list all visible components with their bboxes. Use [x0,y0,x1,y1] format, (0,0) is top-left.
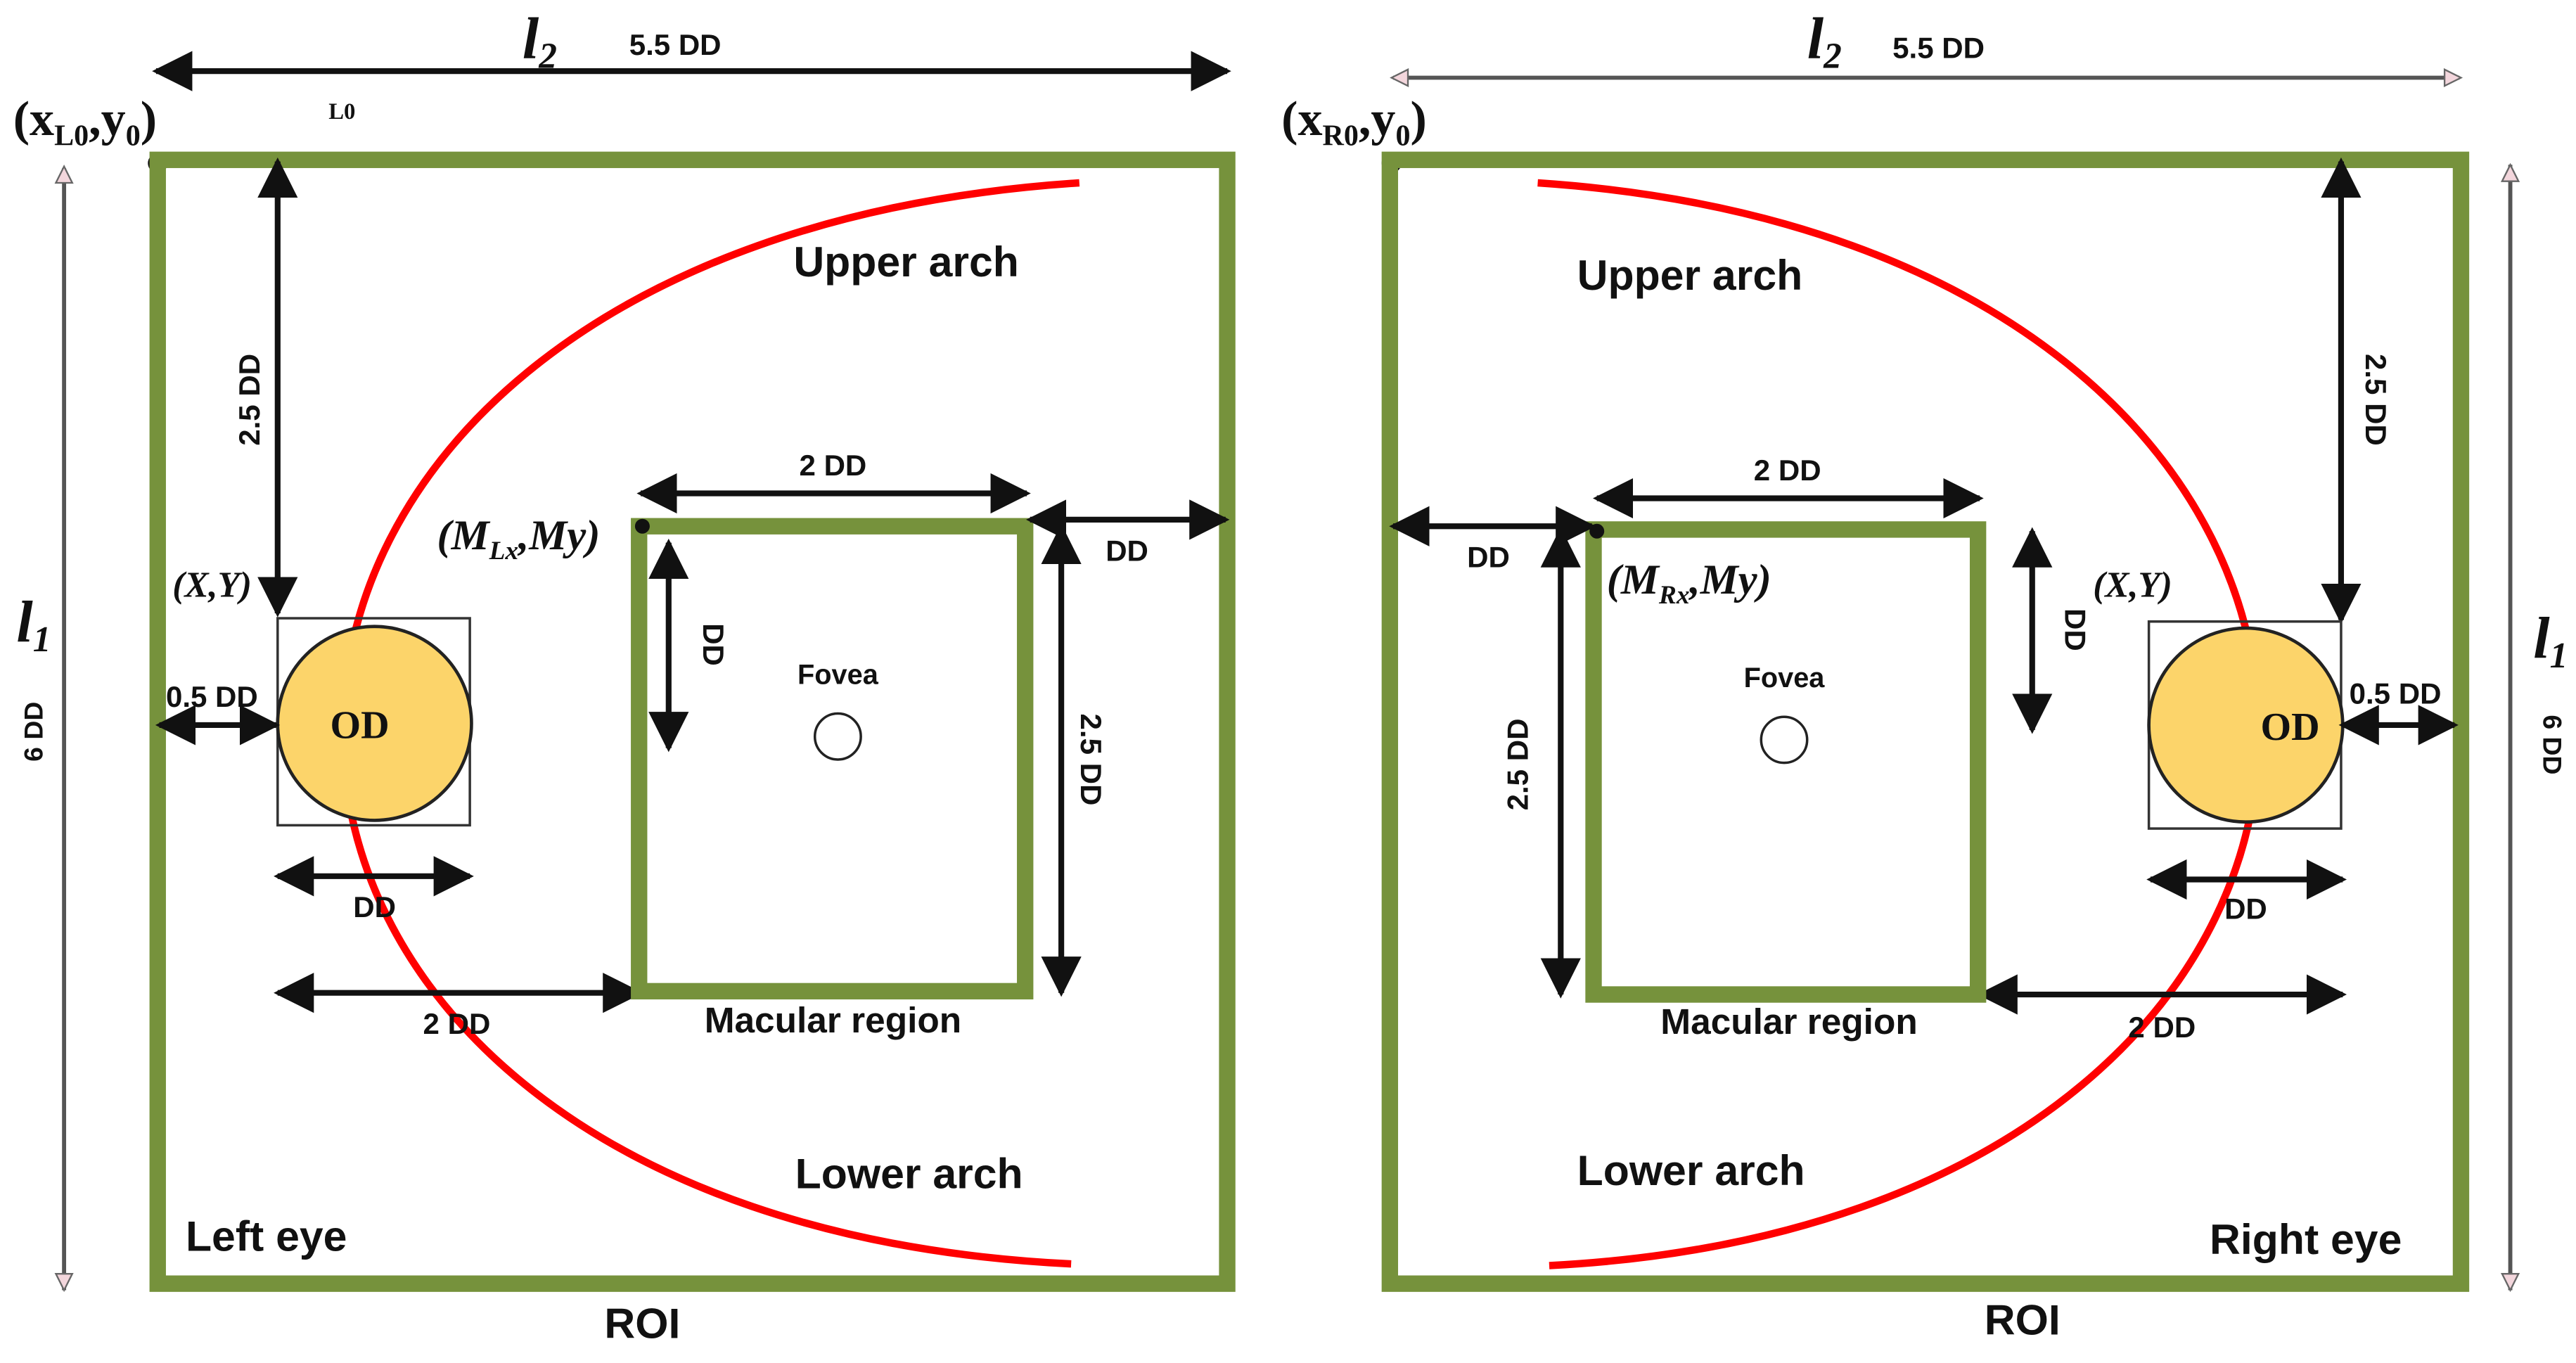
left-height-arrow-top-head [54,165,74,184]
left-macular-region-label: Macular region [705,999,961,1040]
left-od-width-label: DD [353,890,396,923]
left-od-left-offset-label: 0.5 DD [166,680,258,713]
left-od-corner-label: (X,Y) [172,565,252,606]
right-fovea-marker [1760,715,1809,764]
left-macula-right-offset-label: DD [1106,534,1148,567]
left-l2-symbol: l2 [523,6,557,76]
right-upper-arch-label: Upper arch [1577,251,1803,299]
left-macula-height-label: 2.5 DD [1075,714,1108,806]
right-macula-to-od-label: 2 DD [2128,1011,2196,1044]
left-roi-label: ROI [604,1299,680,1347]
right-height-arrow-top-head [2500,162,2520,182]
right-lower-arch-label: Lower arch [1577,1146,1805,1194]
left-height-dd-label: 6 DD [19,702,49,762]
right-width-dd-label: 5.5 DD [1892,31,1985,64]
left-macula-dd-label: DD [697,623,730,666]
right-macular-region-box [1585,521,1987,1003]
right-origin-label: (xR0,y0) [1281,92,1427,152]
left-fovea-label: Fovea [797,660,879,691]
right-roi-box [1381,151,2470,1292]
right-l2-symbol: l2 [1807,6,1842,76]
left-eye-panel: l2 5.5 DD (xL0,y0) L0 l1 6 DD Upper arch… [13,6,1236,1347]
right-macula-width-label: 2 DD [1754,454,1821,487]
left-macular-region-box [631,518,1034,1000]
right-macular-region-label: Macular region [1660,1001,1917,1042]
right-l1-symbol: l1 [2533,606,2568,676]
left-eye-label: Left eye [186,1212,347,1260]
left-l1-symbol: l1 [16,589,51,660]
right-od-top-offset-label: 2.5 DD [2359,354,2392,446]
left-od-top-offset-label: 2.5 DD [233,354,266,446]
right-eye-panel: l2 5.5 DD (xR0,y0) l1 6 DD Upper arch Lo… [1281,6,2568,1343]
right-width-arrow-right-head [2443,68,2463,88]
right-height-arrow-bottom-head [2500,1272,2520,1293]
left-lower-arch-label: Lower arch [795,1150,1023,1198]
left-macula-corner-label: (MLx,My) [437,512,600,565]
left-upper-arch-label: Upper arch [793,238,1019,286]
left-od-to-macula-label: 2 DD [423,1007,491,1040]
right-fovea-label: Fovea [1744,663,1826,693]
right-width-arrow-left-head [1390,68,1409,88]
right-macula-corner-label: (MRx,My) [1607,556,1771,610]
left-od-label: OD [331,704,390,748]
right-od-label: OD [2260,705,2319,749]
right-macula-height-label: 2.5 DD [1501,719,1534,811]
left-origin-label: (xL0,y0) [13,92,157,152]
left-height-arrow-bottom-head [54,1272,74,1293]
right-macula-left-offset-label: DD [1467,541,1510,574]
left-width-dd-label: 5.5 DD [629,28,722,61]
left-macula-width-label: 2 DD [800,449,867,482]
left-fovea-marker [813,712,862,761]
right-od-width-label: DD [2224,892,2267,926]
right-height-dd-label: 6 DD [2537,715,2567,774]
left-macula-corner-dot [634,518,650,534]
right-macula-dd-label: DD [2058,608,2091,651]
right-eye-label: Right eye [2210,1215,2402,1263]
left-stray-l0-label: L0 [328,99,355,124]
right-od-corner-label: (X,Y) [2093,565,2172,606]
right-od-right-offset-label: 0.5 DD [2350,677,2442,710]
right-roi-label: ROI [1985,1296,2061,1344]
